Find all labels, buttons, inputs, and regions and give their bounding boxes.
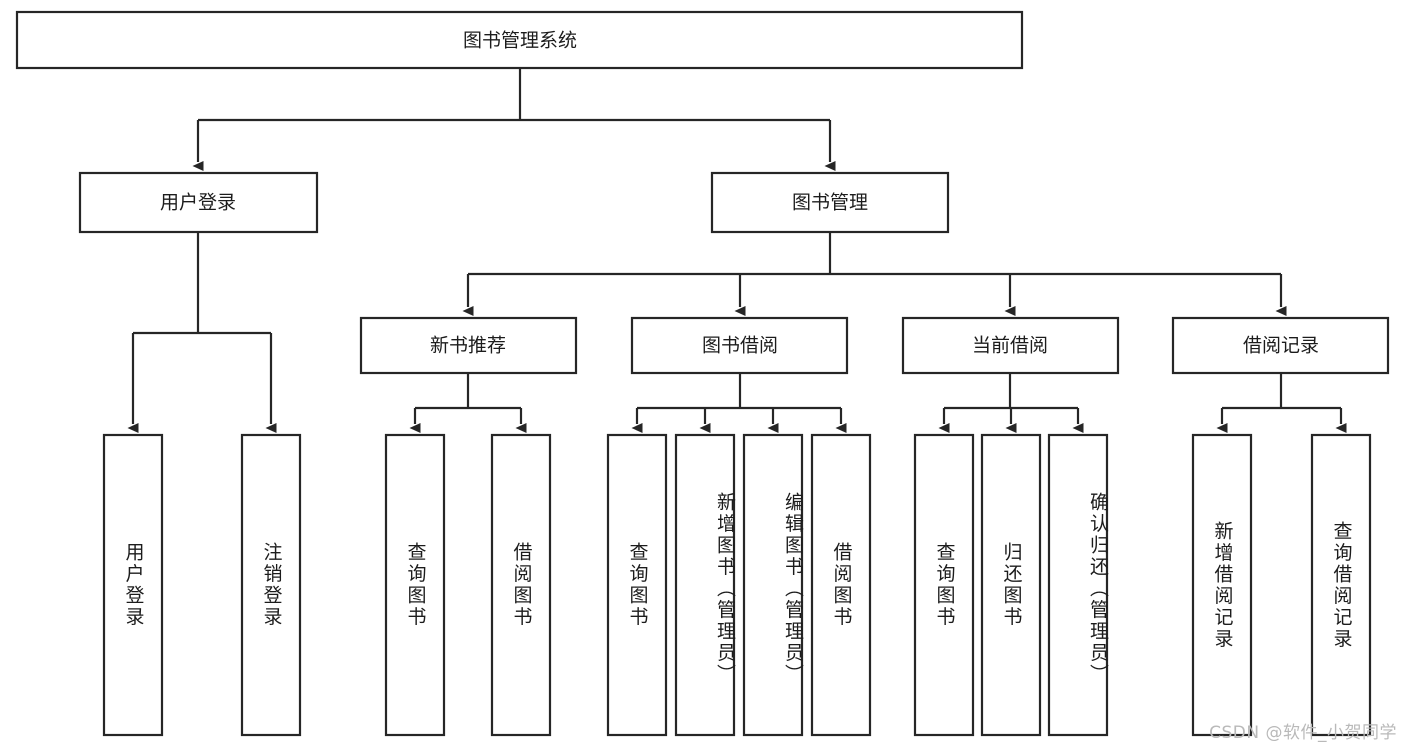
leaf-book-borrow-add[interactable] xyxy=(674,433,736,737)
leaf-borrow-record-query[interactable] xyxy=(1310,433,1372,737)
node-book-management-label: 图书管理 xyxy=(792,192,868,214)
leaf-book-borrow-lend[interactable] xyxy=(810,433,872,737)
leaf-current-borrow-return[interactable] xyxy=(980,433,1042,737)
leaf-book-borrow-query[interactable] xyxy=(606,433,668,737)
node-current-borrow[interactable]: 当前借阅 xyxy=(901,316,1120,375)
leaf-new-book-borrow[interactable] xyxy=(490,433,552,737)
node-user-login[interactable]: 用户登录 xyxy=(78,171,319,234)
leaf-current-borrow-confirm[interactable] xyxy=(1047,433,1109,737)
node-user-login-label: 用户登录 xyxy=(160,192,236,214)
leaf-current-borrow-query[interactable] xyxy=(913,433,975,737)
node-new-book-recommend-label: 新书推荐 xyxy=(430,335,506,357)
leaf-borrow-record-add[interactable] xyxy=(1191,433,1253,737)
leaf-book-borrow-edit[interactable] xyxy=(742,433,804,737)
node-current-borrow-label: 当前借阅 xyxy=(972,335,1048,357)
leaf-new-book-query[interactable] xyxy=(384,433,446,737)
connector-book-borrow-to-leaves xyxy=(631,373,847,433)
node-root-system[interactable]: 图书管理系统 xyxy=(15,10,1024,70)
node-book-management[interactable]: 图书管理 xyxy=(710,171,950,234)
node-borrow-record-label: 借阅记录 xyxy=(1243,335,1319,357)
node-book-borrow-label: 图书借阅 xyxy=(702,335,778,357)
connector-book-manage-to-level2 xyxy=(462,232,1287,316)
node-borrow-record[interactable]: 借阅记录 xyxy=(1171,316,1390,375)
node-new-book-recommend[interactable]: 新书推荐 xyxy=(359,316,578,375)
connector-new-book-to-leaves xyxy=(409,373,527,433)
csdn-watermark: CSDN @软件_小贺同学 xyxy=(1209,723,1397,743)
connector-borrow-record-to-leaves xyxy=(1216,373,1347,433)
leaf-user-login-logout[interactable] xyxy=(240,433,302,737)
connector-current-borrow-to-leaves xyxy=(938,373,1084,433)
node-root-system-label: 图书管理系统 xyxy=(463,30,577,52)
node-book-borrow[interactable]: 图书借阅 xyxy=(630,316,849,375)
leaf-user-login-query[interactable] xyxy=(102,433,164,737)
connector-user-login-to-leaves xyxy=(127,232,277,433)
connector-root-to-level1 xyxy=(192,68,836,171)
